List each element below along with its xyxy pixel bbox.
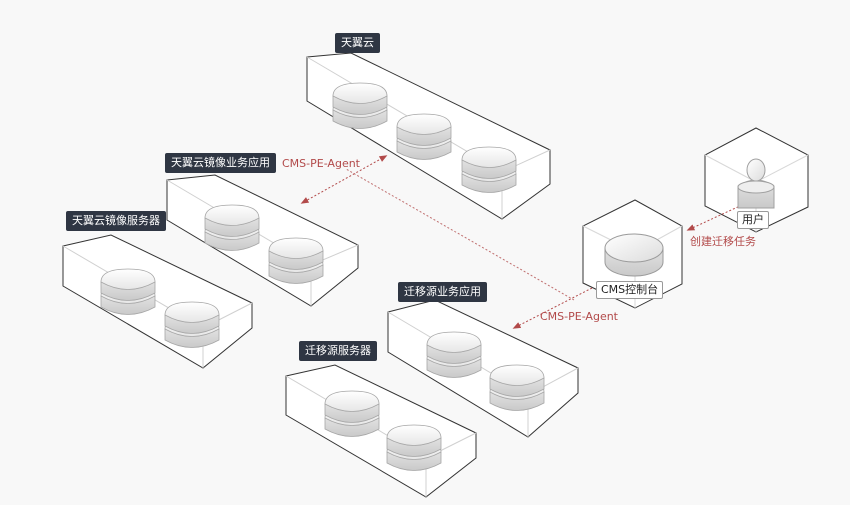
server-stack-icon: [268, 237, 324, 284]
arrow-create-task: [686, 204, 743, 231]
server-stack-icon: [332, 82, 388, 129]
tianyi-mirror-server-box: [62, 234, 253, 369]
label-migration-source-app: 迁移源业务应用: [398, 282, 487, 302]
server-stack-icon: [396, 113, 452, 160]
console-disk-icon: [604, 233, 664, 277]
server-stack-icon: [386, 424, 442, 471]
user-figure-icon: [737, 158, 775, 209]
server-stack-icon: [426, 331, 482, 378]
server-stack-icon: [489, 364, 545, 411]
server-stack-icon: [324, 390, 380, 437]
arrow-agent-top: [300, 155, 388, 204]
server-stack-icon: [100, 268, 156, 315]
label-agent-top: CMS-PE-Agent: [282, 157, 360, 170]
server-stack-icon: [461, 146, 517, 193]
label-tianyi-cloud: 天翼云: [335, 33, 380, 53]
arrow-agent-bottom: [512, 287, 593, 329]
label-tianyi-mirror-app: 天翼云镜像业务应用: [165, 153, 276, 173]
label-cms-console: CMS控制台: [596, 281, 664, 299]
server-stack-icon: [204, 204, 260, 251]
server-stack-icon: [164, 301, 220, 348]
label-tianyi-mirror-server: 天翼云镜像服务器: [66, 211, 166, 231]
label-create-task: 创建迁移任务: [690, 235, 756, 248]
label-user: 用户: [737, 211, 769, 229]
label-migration-source-server: 迁移源服务器: [299, 341, 377, 361]
label-agent-bottom: CMS-PE-Agent: [540, 310, 618, 323]
